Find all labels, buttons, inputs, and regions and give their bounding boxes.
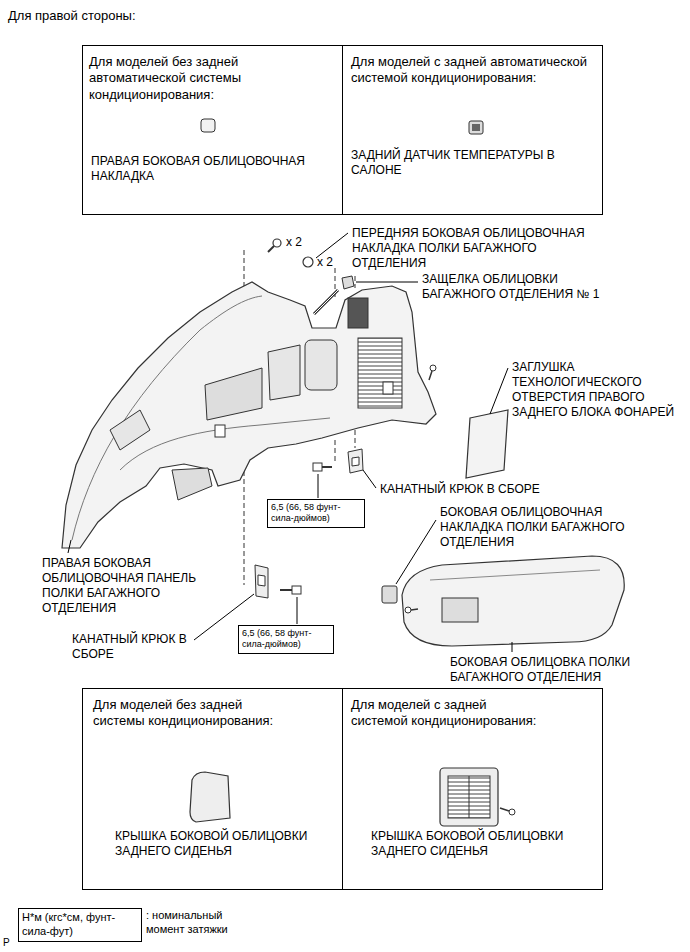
variant-heading: Для моделей без задней системы кондицион… xyxy=(93,697,278,730)
seat-trim-cover-icon xyxy=(190,772,230,822)
part-label: БОКОВАЯ ОБЛИЦОВОЧНАЯ НАКЛАДКА ПОЛКИ БАГА… xyxy=(440,505,630,550)
torque-legend-box: Н*м (кгс*см, фунт-сила-фут) xyxy=(18,908,142,942)
screw-head xyxy=(509,809,515,815)
side-trim-cover-icon xyxy=(201,119,215,132)
shelf-recess xyxy=(268,345,300,400)
screw-head xyxy=(405,607,411,613)
panel-outline xyxy=(62,282,436,548)
shelf-recess xyxy=(305,340,337,390)
part-label: ЗАДНИЙ ДАТЧИК ТЕМПЕРАТУРЫ В САЛОНЕ xyxy=(351,148,596,178)
variant-cell: Для моделей без задней системы кондицион… xyxy=(82,688,343,890)
seat-trim-cover-vent-icon xyxy=(440,768,515,826)
part-label: ЗАЩЕЛКА ОБЛИЦОВКИ БАГАЖНОГО ОТДЕЛЕНИЯ № … xyxy=(422,272,627,302)
screw xyxy=(429,365,436,380)
torque-box: 6,5 (66, 58 фунт-сила-дюймов) xyxy=(238,625,334,654)
panel-vent xyxy=(348,298,368,328)
leader-line xyxy=(396,520,436,584)
assembly-line xyxy=(335,440,336,462)
screw-shaft xyxy=(429,371,432,380)
variant-heading: Для моделей с задней автоматической сист… xyxy=(351,54,596,87)
part-label: ПЕРЕДНЯЯ БОКОВАЯ ОБЛИЦОВОЧНАЯ НАКЛАДКА П… xyxy=(352,226,607,271)
part-label: ПРАВАЯ БОКОВАЯ ОБЛИЦОВОЧНАЯ ПАНЕЛЬ ПОЛКИ… xyxy=(42,556,207,616)
leader-line xyxy=(356,282,418,283)
bolt-shaft xyxy=(280,589,292,591)
part-label: КАНАТНЫЙ КРЮК В СБОРЕ xyxy=(380,482,600,497)
part-label: БОКОВАЯ ОБЛИЦОВКА ПОЛКИ БАГАЖНОГО ОТДЕЛЕ… xyxy=(450,655,675,685)
torque-leader xyxy=(318,474,319,498)
side-trim-recess xyxy=(442,598,478,622)
screw-head xyxy=(430,365,436,371)
sensor-face xyxy=(472,124,480,131)
torque-unit: Н*м (кгс*см, фунт-сила-фут) xyxy=(22,911,138,939)
luggage-trim-clip xyxy=(342,276,354,289)
screw-shaft xyxy=(411,609,418,610)
service-hole-cover xyxy=(466,410,508,478)
torque-leader xyxy=(297,597,298,624)
assembly-line xyxy=(244,250,245,290)
legend-text: : номинальный момент затяжки xyxy=(146,909,256,937)
cover-divider xyxy=(469,776,470,818)
panel-opening xyxy=(172,468,212,500)
leader-line xyxy=(512,642,513,652)
screw xyxy=(268,239,281,252)
variant-cell: Для моделей с задней системой кондициони… xyxy=(342,688,603,890)
page-mark: P xyxy=(3,937,23,950)
screw-shaft xyxy=(500,808,509,811)
screw-shaft xyxy=(268,246,274,252)
temperature-sensor-icon xyxy=(469,121,483,134)
leader-line xyxy=(490,368,508,414)
shelf-side-cover xyxy=(382,586,397,603)
title: Для правой стороны: xyxy=(8,8,308,24)
bolt xyxy=(313,463,332,471)
screw-head xyxy=(273,239,281,247)
luggage-shelf-panel xyxy=(62,282,436,548)
bolt xyxy=(280,586,301,594)
part-label: КРЫШКА БОКОВОЙ ОБЛИЦОВКИ ЗАДНЕГО СИДЕНЬЯ xyxy=(371,829,596,859)
variant-cell: Для моделей с задней автоматической сист… xyxy=(342,45,603,215)
cover-body xyxy=(440,768,498,826)
clip-slot xyxy=(215,425,225,437)
variant-cell: Для моделей без задней автоматической си… xyxy=(82,45,343,215)
assembly-line xyxy=(355,430,356,448)
sensor-body xyxy=(469,121,483,134)
clip-slot xyxy=(383,382,393,394)
leader-line xyxy=(316,233,348,258)
side-trim-outline xyxy=(402,556,624,646)
speaker-grille xyxy=(358,338,402,408)
bolt-head xyxy=(313,463,322,471)
screw xyxy=(405,607,418,613)
side-trim-contour xyxy=(430,570,600,580)
assembly-line xyxy=(244,455,245,585)
retainer-pin xyxy=(314,290,338,314)
quantity: x 2 xyxy=(286,235,320,250)
rope-hook xyxy=(348,449,363,473)
part-label: ПРАВАЯ БОКОВАЯ ОБЛИЦОВОЧНАЯ НАКЛАДКА xyxy=(91,154,336,184)
rope-hook xyxy=(255,565,268,598)
leader-line xyxy=(363,470,376,488)
panel-contour xyxy=(72,296,262,540)
pin-shaft xyxy=(314,290,338,314)
torque-box: 6,5 (66, 58 фунт-сила-дюймов) xyxy=(267,499,365,528)
leader-line xyxy=(68,540,71,553)
part-label: КРЫШКА БОКОВОЙ ОБЛИЦОВКИ ЗАДНЕГО СИДЕНЬЯ xyxy=(115,829,337,859)
part-label: КАНАТНЫЙ КРЮК В СБОРЕ xyxy=(72,632,197,662)
shelf-opening xyxy=(205,368,262,420)
bolt-head xyxy=(292,586,301,594)
shelf-side-trim xyxy=(402,556,624,646)
bolt-shaft xyxy=(322,466,332,468)
quantity: x 2 xyxy=(317,255,351,270)
panel-contour xyxy=(120,418,330,470)
torque-value: 6,5 (66, 58 фунт-сила-дюймов) xyxy=(242,628,330,651)
pin-shaft xyxy=(314,290,338,314)
cover-grille xyxy=(448,776,490,818)
torque-value: 6,5 (66, 58 фунт-сила-дюймов) xyxy=(271,502,361,525)
variant-heading: Для моделей с задней системой кондициони… xyxy=(351,697,543,730)
variant-heading: Для моделей без задней автоматической си… xyxy=(89,54,289,103)
trim-clip xyxy=(303,257,313,267)
assembly-line xyxy=(355,276,356,288)
panel-recess xyxy=(110,410,150,450)
part-label: ЗАГЛУШКА ТЕХНОЛОГИЧЕСКОГО ОТВЕРСТИЯ ПРАВ… xyxy=(512,360,682,420)
